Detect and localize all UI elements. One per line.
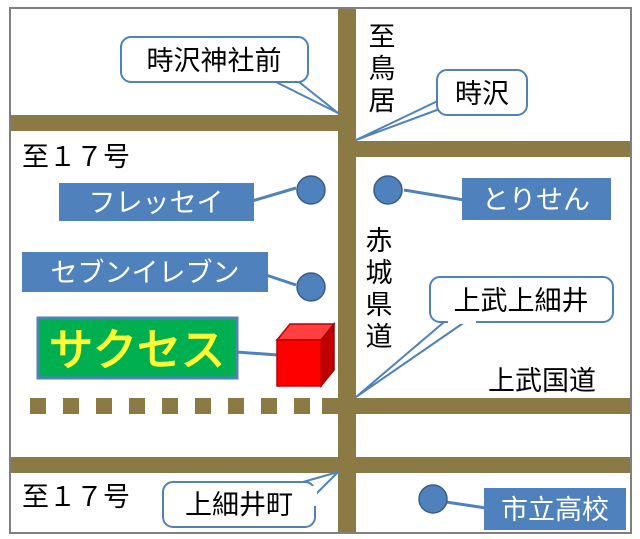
circle-marker-icon — [373, 175, 403, 205]
label-to-torii-2: 鳥 — [369, 54, 396, 85]
landmark-torisen: とりせん — [373, 175, 611, 220]
red-cube-building-icon — [275, 321, 336, 389]
label-sakusesu: サクセス — [49, 325, 225, 376]
label-kamihosoi-machi: 上細井町 — [185, 490, 293, 521]
landmark-shiritsu-koukou: 市立高校 — [418, 484, 626, 530]
road-jobu-kokudo-right — [338, 398, 630, 414]
circle-marker-icon — [296, 175, 326, 205]
road-jobu-kokudo-dashed — [30, 398, 338, 414]
label-tokisawa-jinja-mae: 時沢神社前 — [147, 46, 282, 77]
label-akagi-2: 城 — [366, 258, 393, 289]
map-frame — [9, 7, 632, 534]
road-horizontal-lower — [11, 457, 630, 473]
label-seven-eleven: セブンイレブン — [51, 258, 240, 289]
label-kamitake-kamihosoi: 上武上細井 — [454, 286, 589, 317]
destination-sakusesu: サクセス — [36, 316, 279, 380]
label-fressei: フレッセイ — [89, 188, 224, 219]
roads — [11, 9, 630, 532]
label-to-torii-1: 至 — [369, 22, 396, 53]
label-to-17-north: 至１７号 — [22, 142, 130, 173]
label-to-17-south: 至１７号 — [22, 482, 130, 513]
label-akagi-3: 県 — [366, 290, 393, 321]
road-horizontal-upper-right — [338, 141, 630, 157]
landmark-fressei: フレッセイ — [59, 175, 326, 221]
landmark-seven-eleven: セブンイレブン — [22, 252, 326, 302]
road-horizontal-upper-left — [11, 115, 356, 131]
label-tokisawa: 時沢 — [455, 79, 509, 110]
label-jobu-kokudo: 上武国道 — [488, 366, 596, 397]
label-shiritsu-koukou: 市立高校 — [501, 495, 609, 526]
label-torisen: とりせん — [482, 185, 590, 216]
circle-marker-icon — [418, 484, 448, 514]
road-vertical-akagi — [338, 9, 356, 532]
circle-marker-icon — [296, 272, 326, 302]
callout-kamitake-kamihosoi: 上武上細井 — [355, 276, 614, 398]
label-akagi-4: 道 — [366, 322, 393, 353]
callout-tokisawa: 時沢 — [355, 69, 528, 141]
label-to-torii-3: 居 — [369, 86, 396, 117]
callout-tokisawa-jinja-mae: 時沢神社前 — [120, 36, 339, 114]
callout-kamihosoi-machi: 上細井町 — [162, 471, 339, 528]
label-akagi-1: 赤 — [366, 226, 393, 257]
